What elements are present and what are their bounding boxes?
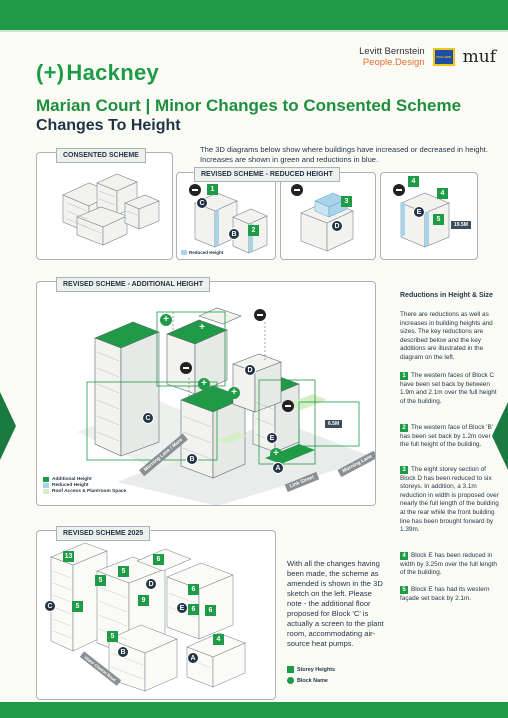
increase-marker-3: + [198, 378, 210, 390]
block-2025: D [145, 578, 157, 590]
hackney-mark-icon: (+) [36, 60, 65, 85]
storey-label: 4 [437, 188, 448, 199]
additional-height-tag: REVISED SCHEME - ADDITIONAL HEIGHT [56, 277, 211, 292]
storey-label: 5 [433, 214, 444, 225]
top-divider [0, 30, 508, 32]
storey-2025: 5 [107, 631, 118, 642]
storey-label: 1 [207, 184, 218, 195]
reduced-sketch-1 [194, 192, 268, 254]
increase-marker-5: + [270, 448, 282, 460]
intro-text: The 3D diagrams below show where buildin… [200, 145, 488, 164]
storey-2025: 6 [205, 605, 216, 616]
increase-marker-1: + [160, 314, 172, 326]
block-label: D [244, 364, 256, 376]
decrease-marker-1 [254, 309, 266, 321]
bottom-green-bar [0, 702, 508, 718]
block-label: C [142, 412, 154, 424]
storey-2025: 5 [72, 601, 83, 612]
block-label: B [228, 228, 240, 240]
legend-storey-heights: Storey Heights [287, 666, 335, 673]
block-label: C [196, 197, 208, 209]
storey-label: 4 [408, 176, 419, 187]
legend-roof-access: Roof Access & Plantroom Space [43, 489, 126, 494]
storey-2025: 5 [95, 575, 106, 586]
storey-2025: 5 [118, 566, 129, 577]
storey-label: 2 [248, 225, 259, 236]
storey-2025: 6 [153, 554, 164, 565]
levitt-bernstein-logo: Levitt Bernstein People.Design [359, 46, 424, 68]
reduction-marker-3 [393, 184, 405, 196]
reduced-legend: Reduced Height [181, 250, 223, 255]
legend-2025: Storey Heights Block Name [287, 665, 335, 685]
reduced-height-panel [176, 172, 276, 260]
people-design-tagline: People.Design [362, 57, 425, 68]
reduced-height-tag: REVISED SCHEME - REDUCED HEIGHT [194, 167, 340, 182]
reduction-marker-1 [189, 184, 201, 196]
page-title: Marian Court | Minor Changes to Consente… [36, 96, 462, 115]
storey-2025: 6 [188, 584, 199, 595]
reduction-marker-2 [291, 184, 303, 196]
pollard-logo: POLLARD [432, 48, 455, 66]
reductions-heading: Reductions in Height & Size [400, 292, 493, 299]
storey-label: 3 [341, 196, 352, 207]
hackney-logo-text: Hackney [66, 60, 160, 85]
storey-2025: 9 [138, 595, 149, 606]
block-2025: C [44, 600, 56, 612]
measure-6-5m: 6.5M [325, 420, 343, 428]
block-label: A [272, 462, 284, 474]
levitt-bernstein-name: Levitt Bernstein [359, 46, 425, 57]
page-subtitle: Changes To Height [36, 117, 181, 134]
revised-2025-tag: REVISED SCHEME 2025 [56, 526, 151, 541]
consented-scheme-tag: CONSENTED SCHEME [56, 148, 146, 163]
block-2025: B [117, 646, 129, 658]
decrease-marker-2 [180, 362, 192, 374]
block-label: B [186, 453, 198, 465]
left-edge-shape [0, 392, 16, 460]
consented-scheme-panel [36, 152, 173, 260]
block-label: E [413, 206, 425, 218]
muf-logo: muf [462, 47, 496, 67]
reduced-swatch [181, 250, 187, 255]
increase-marker-4: + [228, 387, 240, 399]
block-label: E [266, 432, 278, 444]
reductions-intro: There are reductions as well as increase… [400, 311, 493, 361]
legend-additional-height: Additional Height [43, 477, 126, 482]
right-edge-shape [492, 402, 508, 470]
consented-scheme-sketch [62, 173, 160, 246]
increase-marker-2: + [196, 322, 208, 334]
reduced-legend-label: Reduced Height [189, 250, 224, 255]
block-2025: A [187, 652, 199, 664]
decrease-marker-3 [282, 400, 294, 412]
storey-2025: 4 [213, 634, 224, 645]
partner-logos: Levitt Bernstein People.Design POLLARD m… [359, 46, 496, 68]
pollard-logo-text: POLLARD [436, 55, 451, 59]
additional-legend: Additional Height Reduced Height Roof Ac… [43, 476, 126, 495]
measure-19-5m: 19.5M [451, 221, 471, 229]
block-label: D [331, 220, 343, 232]
hackney-logo: (+) Hackney [36, 60, 159, 86]
block-2025: E [176, 602, 188, 614]
additional-height-sketch [77, 307, 375, 505]
legend-block-name: Block Name [287, 677, 335, 684]
top-green-bar [0, 0, 508, 30]
storey-2025: 13 [63, 551, 74, 562]
additional-height-panel: Morning Lane / Mare Link Street Morning … [36, 281, 376, 506]
legend-reduced-height: Reduced Height [43, 483, 126, 488]
revised-2025-text: With all the changes having been made, t… [287, 559, 384, 648]
storey-2025: 6 [188, 604, 199, 615]
